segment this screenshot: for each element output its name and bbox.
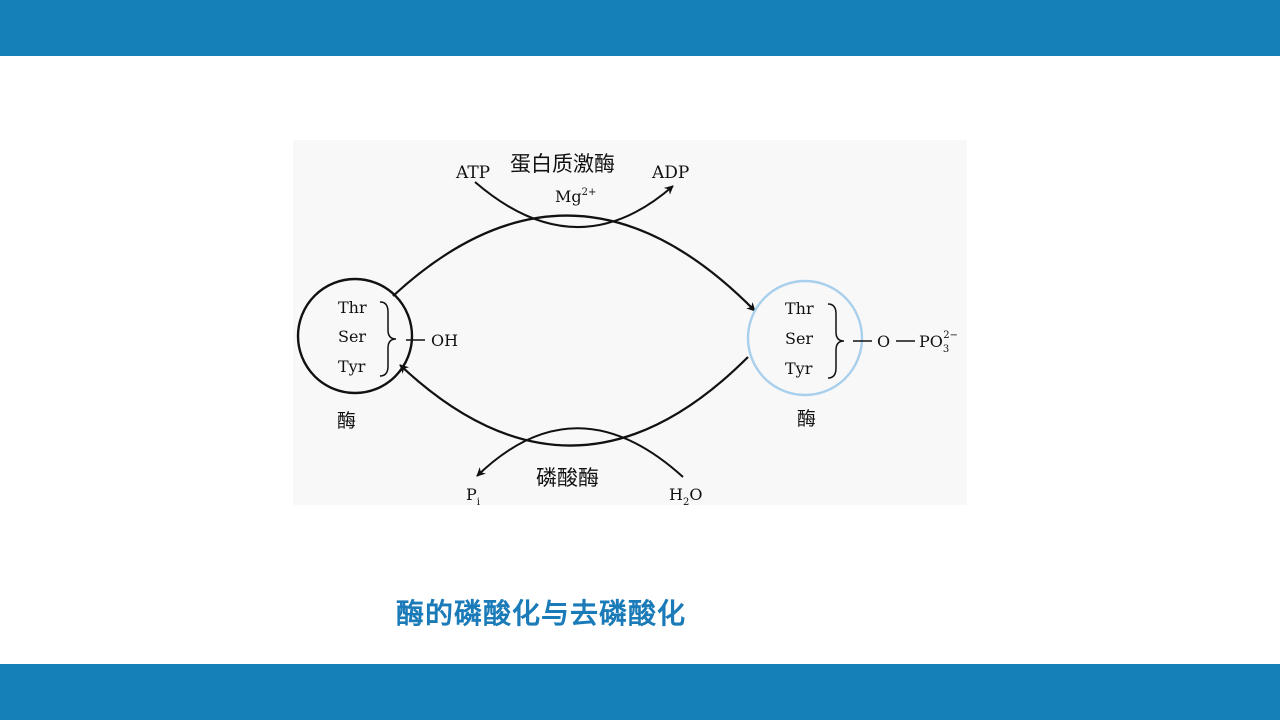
top-bar [0, 0, 1280, 56]
hydroxyl-group-label: OH [431, 331, 458, 350]
phosphate-group-label: PO32− [919, 330, 958, 355]
right-residue-ser: Ser [785, 329, 813, 348]
kinase-label: 蛋白质激酶 [510, 152, 615, 176]
phosphorylation-arc [392, 214, 756, 312]
right-enzyme-label: 酶 [797, 408, 816, 430]
atp-to-adp-arc [474, 181, 674, 228]
left-residue-thr: Thr [338, 298, 367, 317]
h2o-to-pi-arc [476, 427, 684, 478]
left-enzyme-circle [296, 277, 414, 395]
right-brace [827, 303, 845, 379]
right-residue-tyr: Tyr [785, 359, 813, 378]
left-residue-ser: Ser [338, 327, 366, 346]
right-residue-thr: Thr [785, 299, 814, 318]
right-enzyme-circle [746, 279, 864, 397]
left-enzyme-label: 酶 [337, 410, 356, 432]
atp-label: ATP [455, 163, 490, 183]
dephosphorylation-arc [399, 356, 749, 447]
figure-background [293, 140, 967, 505]
mg-cofactor-label: Mg2+ [555, 187, 596, 206]
pi-label: Pi [466, 485, 480, 508]
bottom-bar [0, 664, 1280, 720]
adp-label: ADP [651, 163, 689, 183]
ester-oxygen-label: O [877, 332, 890, 351]
left-residue-tyr: Tyr [338, 357, 366, 376]
phosphatase-label: 磷酸酶 [536, 466, 599, 490]
water-label: H2O [669, 485, 702, 508]
slide-caption: 酶的磷酸化与去磷酸化 [396, 597, 687, 630]
left-brace [379, 301, 397, 377]
